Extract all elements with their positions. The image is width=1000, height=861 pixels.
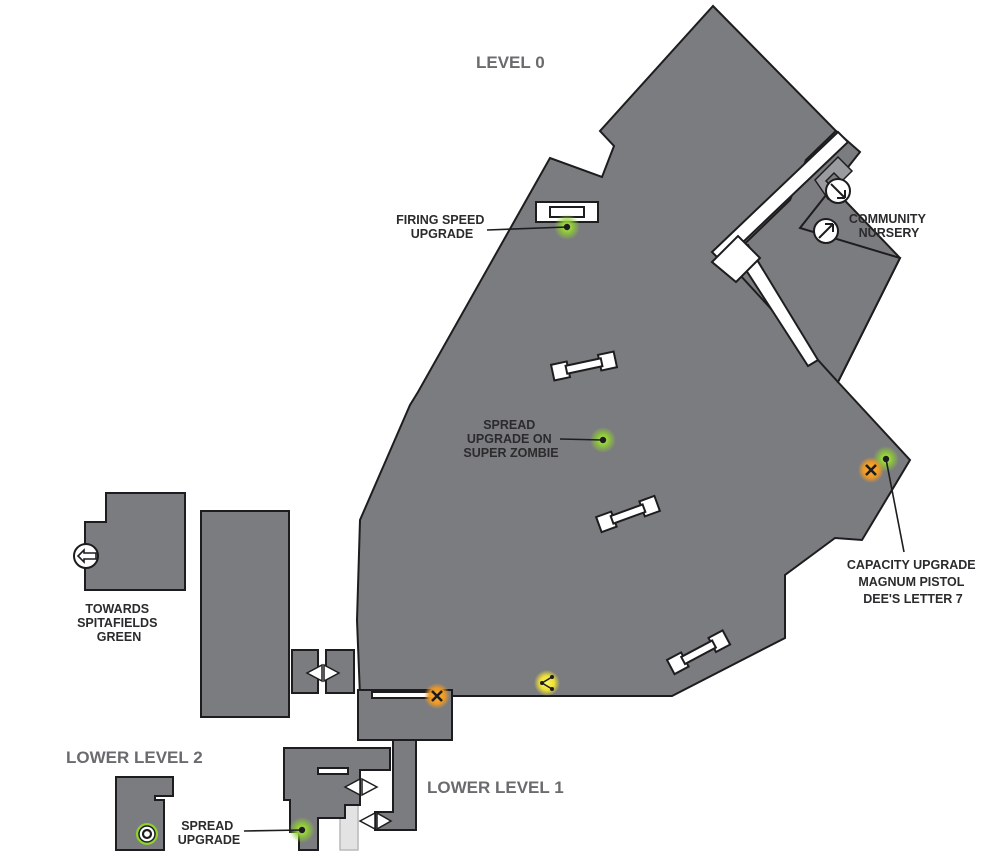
spread-super-zombie-label: SPREAD UPGRADE ON SUPER ZOMBIE (463, 418, 558, 460)
leader-spread-zombie (559, 438, 604, 441)
start-ring-marker[interactable] (136, 823, 158, 845)
exit-spitafields-icon[interactable] (73, 543, 99, 569)
exit-nursery-lower-icon[interactable] (813, 218, 839, 244)
door-ll1-lower[interactable] (358, 811, 393, 831)
share-save-marker[interactable] (534, 670, 560, 696)
door-connector[interactable] (305, 663, 341, 683)
exit-nursery-upper-icon[interactable] (825, 178, 851, 204)
towards-spitafields-label: TOWARDS SPITAFIELDS GREEN (77, 602, 161, 644)
spread-upgrade-label: SPREAD UPGRADE (178, 819, 241, 847)
bench-2 (549, 350, 619, 382)
lower-level-2-title: LOWER LEVEL 2 (66, 748, 203, 767)
magnum-pistol-x-marker[interactable] (858, 457, 884, 483)
capacity-items-label: CAPACITY UPGRADE MAGNUM PISTOL DEE'S LET… (847, 558, 979, 606)
leader-spread-upgrade (243, 829, 303, 832)
firing-speed-label: FIRING SPEED UPGRADE (396, 213, 488, 241)
spitafields-room (84, 492, 186, 591)
lower-level-2-room (115, 776, 174, 851)
leader-capacity (885, 458, 905, 553)
bench-4 (665, 629, 732, 676)
hall-x-marker[interactable] (424, 683, 450, 709)
lower-level-1-shaft (374, 739, 417, 831)
ll1-wall (317, 767, 349, 775)
bench-3 (594, 494, 662, 534)
leader-firing-speed (486, 226, 568, 231)
door-ll1-upper[interactable] (343, 777, 379, 797)
level-0-title: LEVEL 0 (476, 53, 545, 72)
west-block (200, 510, 290, 718)
community-nursery-label: COMMUNITY NURSERY (849, 212, 929, 240)
corridor-block (710, 234, 762, 284)
lower-level-1-title: LOWER LEVEL 1 (427, 778, 564, 797)
